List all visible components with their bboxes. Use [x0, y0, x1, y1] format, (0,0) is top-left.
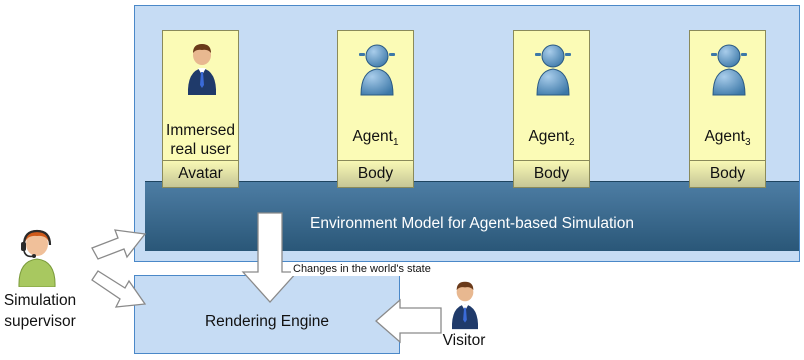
down-arrow — [241, 212, 299, 303]
card-agent-2: Agent2 Body — [513, 30, 590, 188]
card-sub-label: Body — [514, 160, 589, 187]
rendering-engine-label: Rendering Engine — [204, 313, 330, 330]
supervisor-to-simulation-arrow — [91, 229, 147, 260]
card-agent-1: Agent1 Body — [337, 30, 414, 188]
headset-operator-icon — [18, 229, 56, 287]
card-sub-label: Body — [690, 160, 765, 187]
environment-model-label: Environment Model for Agent-based Simula… — [310, 215, 634, 232]
card-label: Agent1 — [352, 128, 399, 149]
environment-model-bar — [145, 181, 799, 251]
supervisor-to-rendering-arrow — [91, 270, 147, 308]
card-agent-3: Agent3 Body — [689, 30, 766, 188]
human-user-icon — [451, 281, 479, 330]
agent-robot-icon — [359, 44, 395, 96]
visitor-to-rendering-arrow — [375, 298, 442, 344]
card-label: Agent2 — [528, 128, 575, 149]
card-sub-label: Body — [338, 160, 413, 187]
card-label: Agent3 — [704, 128, 751, 149]
card-sub-label: Avatar — [163, 160, 238, 187]
human-user-icon — [187, 44, 217, 95]
visitor-label: Visitor — [442, 332, 486, 349]
changes-label: Changes in the world's state — [291, 262, 433, 276]
agent-robot-icon — [711, 44, 747, 96]
agent-robot-icon — [535, 44, 571, 96]
